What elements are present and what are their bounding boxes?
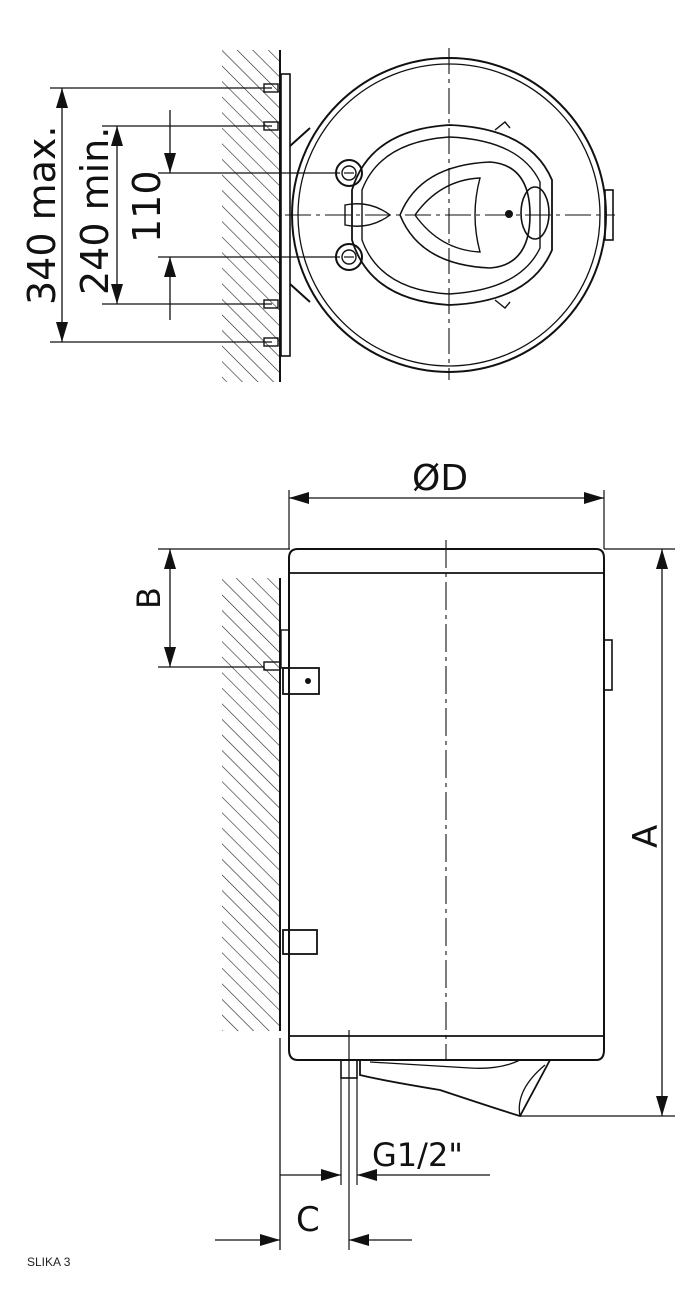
tank-body [288,548,605,1061]
pipe-thread-label: G1/2" [372,1136,463,1174]
inner-cover [351,124,553,306]
top-view [50,48,615,382]
dim-middle-label: 240 min. [73,127,117,295]
wall-bracket [282,667,320,695]
lower-bracket [282,929,318,955]
dim-inner-label: 110 [125,170,169,243]
side-view [158,490,675,1250]
height-label-a: A [626,825,666,848]
dim-outer-label: 340 max. [20,126,64,305]
bracket-label-b: B [130,587,168,609]
wall-hatch-side [222,578,280,1031]
diameter-label: ØD [412,458,468,499]
wall-offset-label-c: C [296,1200,320,1240]
bottom-cover [359,1059,551,1118]
wall-hatch-top [222,50,280,382]
figure-caption: SLIKA 3 [27,1255,71,1269]
